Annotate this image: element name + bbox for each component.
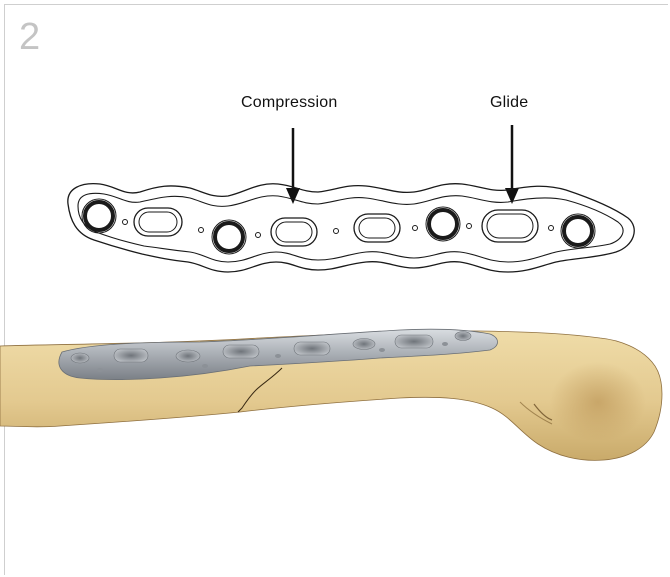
compression-arrow — [286, 128, 300, 204]
plate-hole — [294, 342, 330, 355]
plate-hole — [176, 350, 200, 362]
plate-schematic — [68, 184, 634, 272]
plate-hole — [114, 349, 148, 362]
locking-hole — [82, 199, 116, 233]
glide-arrow — [505, 125, 519, 204]
plate-hole — [223, 345, 259, 358]
plate-hole — [71, 353, 89, 363]
locking-hole — [429, 210, 457, 238]
plate-hole — [395, 335, 433, 348]
plate-outline-inner — [78, 193, 623, 262]
plate-hole — [455, 332, 471, 341]
locking-hole — [426, 207, 460, 241]
oval-slot — [359, 218, 395, 238]
locking-hole — [564, 217, 592, 245]
locking-hole — [212, 220, 246, 254]
oval-slot — [487, 214, 533, 238]
locking-hole — [85, 202, 113, 230]
oval-slot — [482, 210, 538, 242]
plate-hole — [353, 339, 375, 350]
plate-outline-outer — [68, 184, 634, 272]
locking-hole — [561, 214, 595, 248]
oval-slot — [276, 222, 312, 242]
locking-hole — [215, 223, 243, 251]
oval-slot — [139, 212, 177, 232]
